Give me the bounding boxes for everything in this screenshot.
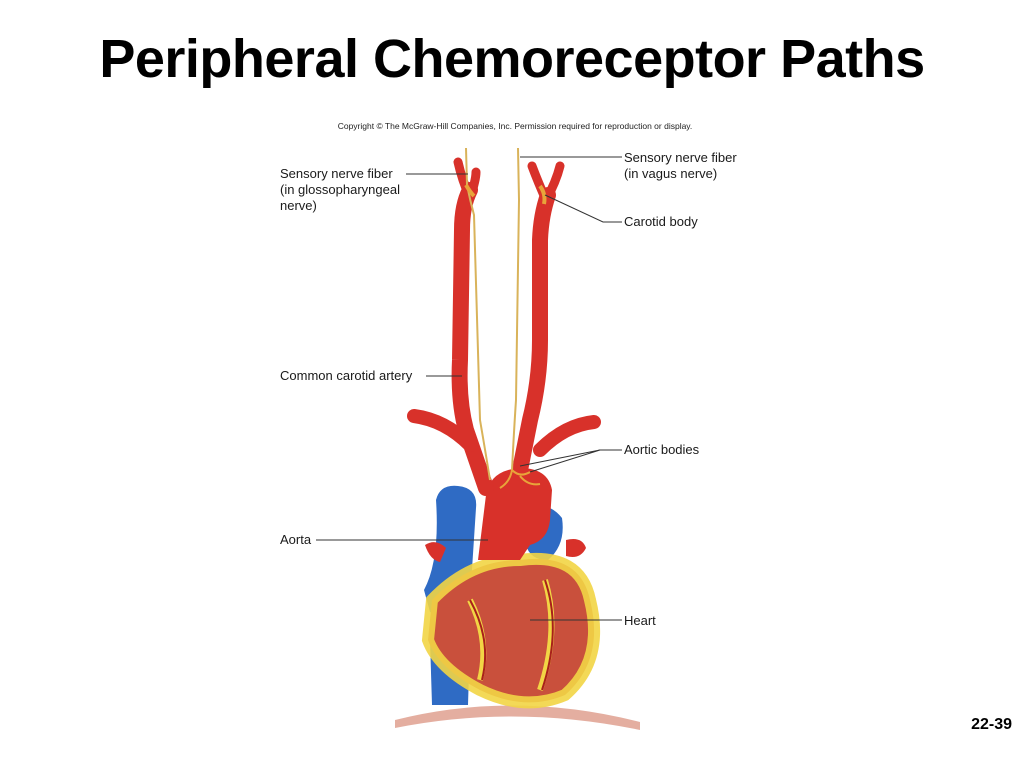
slide-title: Peripheral Chemoreceptor Paths <box>99 29 925 89</box>
aortic-arch <box>478 468 552 560</box>
right-external-carotid <box>541 161 565 205</box>
pulmonary-artery-branch-left <box>425 542 446 562</box>
left-carotid <box>451 182 494 496</box>
right-subclavian <box>533 415 601 457</box>
leader-lines <box>316 156 622 621</box>
label-aortic-bodies: Aortic bodies <box>624 442 700 457</box>
aortic-body-nerves <box>499 469 541 489</box>
carotid-body-right <box>538 184 547 205</box>
label-carotid-body: Carotid body <box>624 214 698 229</box>
leader-carotid-body <box>544 194 622 223</box>
diaphragm-tissue <box>395 705 640 730</box>
label-sensory-vagus-line2: (in vagus nerve) <box>624 166 718 181</box>
copyright-notice: Copyright © The McGraw-Hill Companies, I… <box>337 121 693 131</box>
heart-vessel-4 <box>541 579 554 691</box>
label-sensory-glosso-line2: (in glossopharyngeal <box>280 182 400 197</box>
right-carotid <box>512 187 556 478</box>
heart-fat <box>421 552 601 709</box>
vagus-nerve <box>511 147 521 471</box>
label-sensory-nerve-vagus: Sensory nerve fiber (in vagus nerve) <box>624 150 774 182</box>
label-aorta: Aorta <box>280 532 312 547</box>
heart-body <box>428 558 595 703</box>
heart-vessel-3 <box>469 599 487 681</box>
pulmonary-artery-branch-right <box>566 539 586 557</box>
label-heart: Heart <box>624 613 656 628</box>
label-sensory-glosso-line1: Sensory nerve fiber <box>280 166 393 181</box>
leader-aortic-bodies <box>519 449 622 473</box>
left-subclavian <box>407 409 477 452</box>
label-sensory-vagus-line1: Sensory nerve fiber <box>624 150 737 165</box>
label-sensory-nerve-glossopharyngeal: Sensory nerve fiber (in glossopharyngeal… <box>280 166 430 214</box>
carotid-body-left <box>464 184 476 198</box>
label-common-carotid-artery: Common carotid artery <box>280 368 413 383</box>
slide-number: 22-39 <box>971 716 1012 733</box>
label-sensory-glosso-line3: nerve) <box>280 198 317 213</box>
